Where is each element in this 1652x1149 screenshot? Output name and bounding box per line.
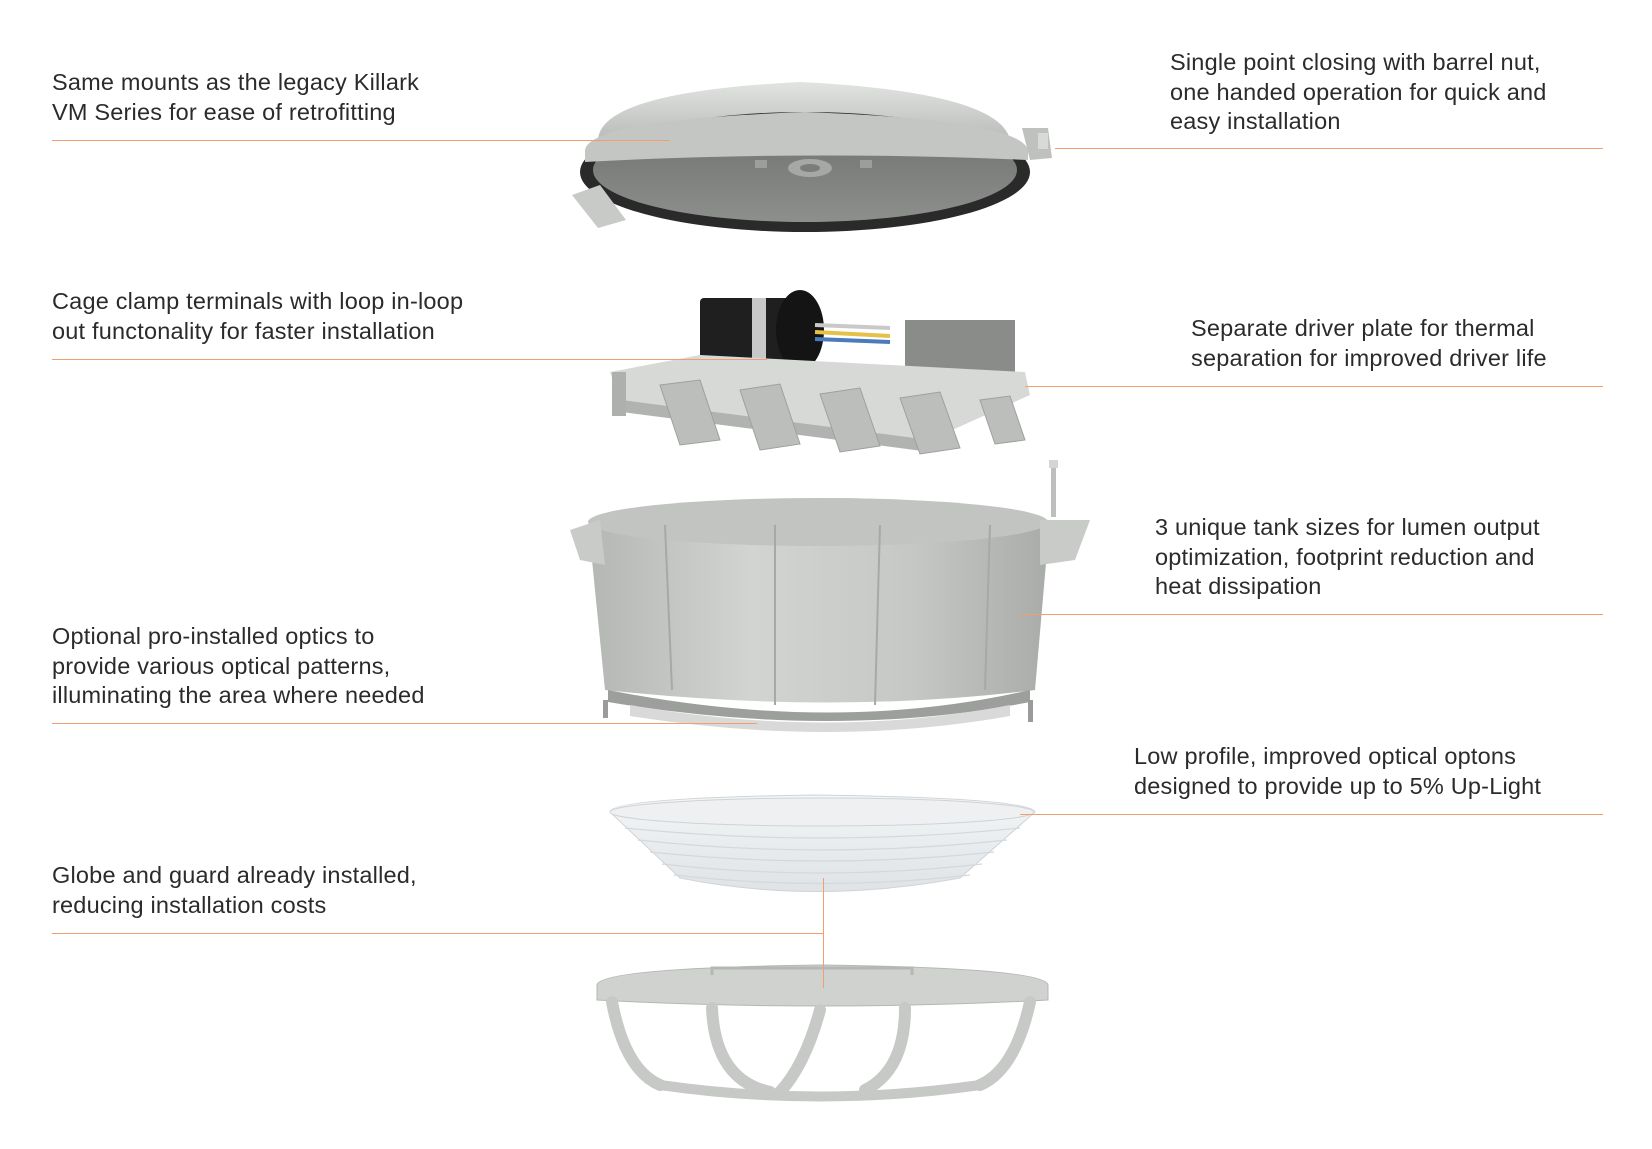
leader-line-closing	[1055, 148, 1603, 149]
callout-globe-guard-line-1: Globe and guard already installed,	[52, 862, 417, 888]
callout-low-profile-line-1: Low profile, improved optical optons	[1134, 743, 1517, 769]
callout-mounts: Same mounts as the legacy Killark VM Ser…	[52, 68, 419, 127]
callout-globe-guard: Globe and guard already installed, reduc…	[52, 861, 417, 920]
callout-mounts-line-1: Same mounts as the legacy Killark	[52, 69, 420, 95]
leader-line-mounts	[52, 140, 670, 141]
lid-component	[572, 82, 1052, 232]
callout-cage-clamp-line-1: Cage clamp terminals with loop in-loop	[52, 288, 464, 314]
callout-closing-line-1: Single point closing with barrel nut,	[1170, 49, 1541, 75]
callout-closing: Single point closing with barrel nut, on…	[1170, 48, 1547, 137]
callout-optics: Optional pro-installed optics to provide…	[52, 622, 425, 711]
globe-component	[609, 794, 1036, 892]
leader-line-globe-guard	[52, 933, 824, 934]
callout-cage-clamp: Cage clamp terminals with loop in-loop o…	[52, 287, 463, 346]
callout-tank-sizes-line-2: optimization, footprint reduction and	[1155, 543, 1535, 570]
callout-closing-line-3: easy installation	[1170, 108, 1341, 134]
callout-tank-sizes-line-1: 3 unique tank sizes for lumen output	[1155, 514, 1540, 540]
leader-line-low-profile	[1020, 814, 1603, 815]
callout-optics-line-2: provide various optical patterns,	[52, 652, 391, 679]
guard-component	[596, 964, 1049, 1102]
callout-cage-clamp-line-2: out functonality for faster installation	[52, 317, 435, 344]
leader-line-tank-sizes	[1018, 614, 1603, 615]
tank-component	[570, 460, 1090, 732]
callout-mounts-line-2: VM Series for ease of retrofitting	[52, 98, 396, 125]
callout-driver-plate-line-2: separation for improved driver life	[1191, 344, 1547, 371]
callout-globe-guard-line-2: reducing installation costs	[52, 891, 327, 918]
callout-tank-sizes-line-3: heat dissipation	[1155, 573, 1322, 599]
callout-low-profile-line-2: designed to provide up to 5% Up-Light	[1134, 772, 1542, 799]
callout-driver-plate: Separate driver plate for thermal separa…	[1191, 314, 1547, 373]
callout-tank-sizes: 3 unique tank sizes for lumen output opt…	[1155, 513, 1540, 602]
callout-low-profile: Low profile, improved optical optons des…	[1134, 742, 1541, 801]
driver-plate-component	[610, 290, 1030, 455]
callout-closing-line-2: one handed operation for quick and	[1170, 78, 1547, 105]
leader-line-cage-clamp	[52, 359, 767, 360]
leader-line-optics	[52, 723, 757, 724]
callout-optics-line-3: illuminating the area where needed	[52, 682, 425, 708]
leader-line-driver-plate	[1025, 386, 1603, 387]
callout-optics-line-1: Optional pro-installed optics to	[52, 623, 375, 649]
callout-driver-plate-line-1: Separate driver plate for thermal	[1191, 315, 1535, 341]
leader-line-globe-guard-vertical	[823, 878, 824, 988]
